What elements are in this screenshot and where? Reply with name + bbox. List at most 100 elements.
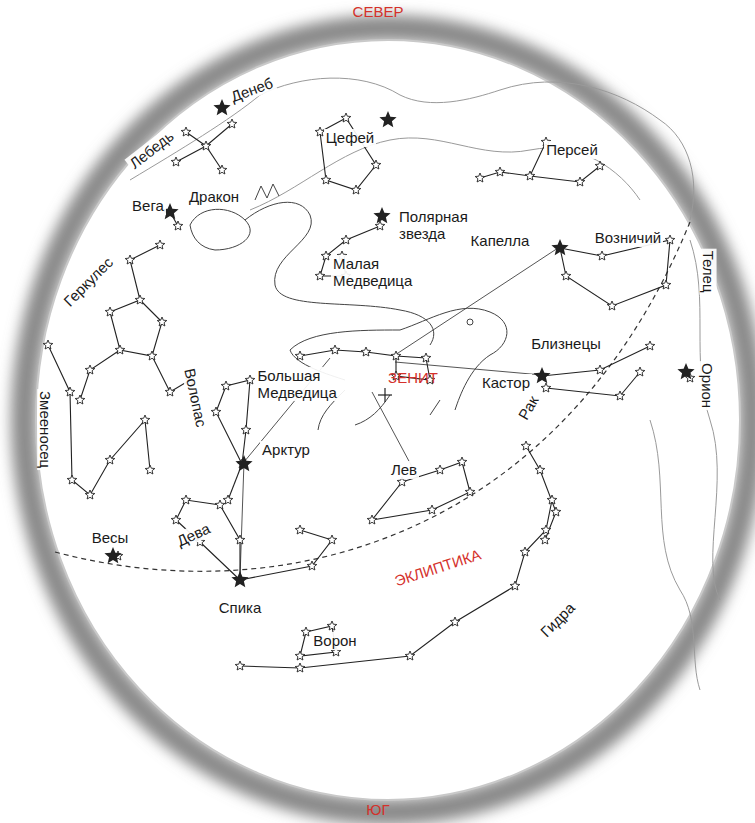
bright-star [373, 207, 390, 223]
compass-label: СЕВЕР [351, 3, 406, 20]
star [457, 457, 467, 466]
star [541, 525, 551, 534]
star [541, 383, 551, 392]
bright-star [231, 571, 248, 587]
constellation-name: Вега [130, 197, 166, 214]
bright-star [213, 99, 230, 115]
star [540, 535, 550, 544]
star [327, 621, 337, 630]
constellation-name: Орион [699, 361, 716, 410]
constellation-name: Спика [217, 599, 264, 616]
star [327, 535, 337, 544]
star [661, 280, 671, 289]
bright-star [677, 363, 694, 379]
star [181, 495, 191, 504]
star [85, 490, 95, 499]
milky-way [130, 78, 720, 690]
compass-label: ЮГ [364, 801, 391, 818]
bright-star [235, 455, 252, 471]
constellation-name: Лев [389, 461, 419, 478]
bright-star [551, 239, 568, 255]
constellation-name: Дракон [187, 188, 241, 205]
star [575, 177, 585, 186]
star [85, 365, 95, 374]
bright-star [104, 547, 121, 563]
star [201, 141, 211, 150]
star [171, 157, 181, 166]
star [561, 271, 571, 280]
constellation-name: Весы [90, 529, 131, 546]
constellation-name: Полярная звезда [397, 208, 479, 243]
constellation-name: Близнецы [529, 335, 603, 352]
star [321, 251, 331, 260]
star [301, 627, 311, 636]
constellation-name: Персей [544, 141, 600, 158]
star [597, 251, 607, 260]
star [635, 367, 645, 376]
star [495, 167, 505, 176]
star [427, 505, 437, 514]
star [421, 353, 431, 362]
star [510, 581, 520, 590]
star [211, 407, 221, 416]
star [155, 240, 165, 249]
star [361, 347, 371, 356]
star [43, 340, 53, 349]
zenith-cross [378, 388, 392, 402]
compass-label: ЗЕНИТ [386, 369, 440, 386]
star [125, 255, 135, 264]
star [615, 391, 625, 400]
star [607, 301, 617, 310]
star [391, 351, 401, 360]
sky-disk [36, 40, 740, 800]
constellation-name: Малая Медведица [331, 255, 413, 290]
bright-star [379, 111, 396, 127]
star [173, 221, 183, 230]
constellation-name: Цефей [324, 129, 377, 146]
constellation-name: Телец [699, 249, 716, 295]
star [135, 295, 145, 304]
star [321, 175, 331, 184]
star [157, 317, 167, 326]
star [235, 661, 245, 670]
star [145, 465, 155, 474]
star [235, 535, 245, 544]
star [315, 271, 325, 280]
star [295, 351, 305, 360]
constellation-lines [48, 118, 690, 668]
constellation-name: Капелла [469, 232, 532, 249]
star [295, 651, 305, 660]
star [165, 387, 175, 396]
star [295, 525, 305, 534]
star [535, 465, 545, 474]
constellation-name: Большая Медведица [256, 367, 345, 402]
star [450, 617, 460, 626]
star [521, 441, 531, 450]
star [295, 663, 305, 672]
ecliptic-line [55, 222, 690, 571]
star [435, 465, 445, 474]
star [140, 415, 150, 424]
star [520, 547, 530, 556]
star [105, 455, 115, 464]
star [367, 515, 377, 524]
star [307, 561, 317, 570]
star-marks [43, 99, 695, 672]
star [105, 307, 115, 316]
star [75, 395, 85, 404]
star [330, 345, 340, 354]
star [215, 500, 225, 509]
star [665, 235, 675, 244]
star [223, 495, 233, 504]
star [67, 475, 77, 484]
star [341, 235, 351, 244]
star [65, 387, 75, 396]
star [465, 487, 475, 496]
star [217, 165, 227, 174]
star [375, 221, 385, 230]
star [405, 651, 415, 660]
constellation-name: Ворон [311, 632, 358, 649]
star [221, 381, 231, 390]
